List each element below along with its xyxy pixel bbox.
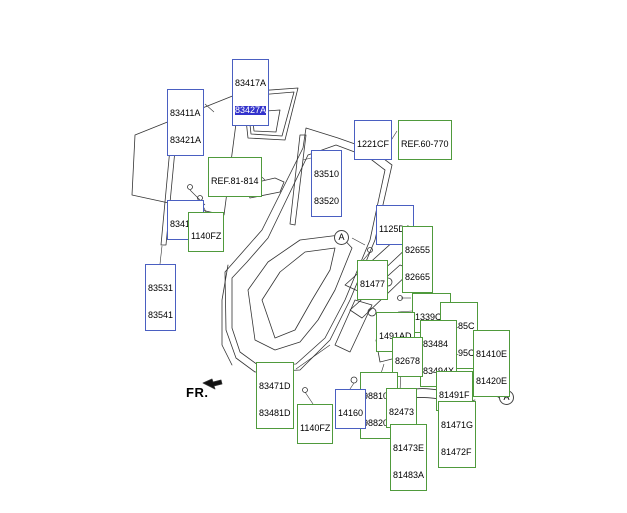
callout-a-door: A [334,230,349,245]
label-82473[interactable]: 82473 [386,388,418,428]
label-82655[interactable]: 82655 82665 [402,226,434,293]
label-81410e[interactable]: 81410E 81420E [473,330,511,397]
label-83471d[interactable]: 83471D 83481D [256,362,294,429]
label-ref-81-814[interactable]: REF.81-814 [208,157,262,197]
label-14160[interactable]: 14160 [335,389,367,429]
door-shell [221,127,393,373]
front-arrow-icon [202,378,223,390]
label-ref-60-770[interactable]: REF.60-770 [398,120,452,160]
label-81477[interactable]: 81477 [357,260,389,300]
label-1140fz-top[interactable]: 1140FZ [188,212,225,252]
label-1140fz-bottom[interactable]: 1140FZ [297,404,334,444]
label-83417a[interactable]: 83417A 83427A [232,59,270,126]
center-channel [289,134,307,226]
label-81473e[interactable]: 81473E 81483A [390,424,428,491]
label-82678[interactable]: 82678 [392,337,424,377]
front-marker: FR. [186,385,209,400]
label-83411a[interactable]: 83411A 83421A [167,89,205,156]
label-83531[interactable]: 83531 83541 [145,264,177,331]
label-83510[interactable]: 83510 83520 [311,150,343,217]
label-1221cf[interactable]: 1221CF [354,120,393,160]
label-81471g[interactable]: 81471G 81472F [438,401,477,468]
